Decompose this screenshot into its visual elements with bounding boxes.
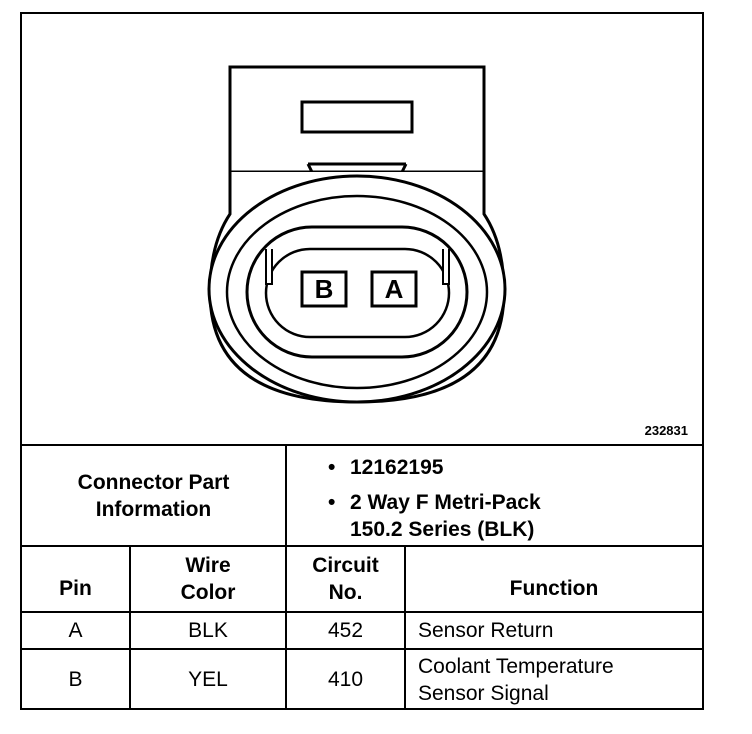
vline-circuit <box>404 545 406 710</box>
key-notch-right <box>442 249 450 285</box>
row-a-color: BLK <box>188 618 228 642</box>
divider-top <box>22 444 702 446</box>
connector-inner-cavity <box>264 247 451 339</box>
divider-header <box>22 611 702 613</box>
row-a-circuit: 452 <box>327 618 364 642</box>
vline-info <box>285 444 287 710</box>
pin-b-terminal <box>300 270 348 308</box>
header-circuit-line1: Circuit <box>312 554 379 577</box>
connector-drawing: B A <box>207 65 507 404</box>
part-info-header-line2: Information <box>95 497 212 521</box>
header-wire-color: Wire Color <box>131 547 285 611</box>
header-function: Function <box>509 577 599 600</box>
part-number: 12162195 <box>350 456 444 479</box>
row-a-function: Sensor Return <box>418 618 554 642</box>
row-b-function-line1: Coolant Temperature <box>418 655 614 678</box>
part-info-item: 150.2 Series (BLK) <box>328 516 541 543</box>
row-a-pin: A <box>68 618 83 642</box>
divider-info <box>22 545 702 547</box>
figure-number: 232831 <box>644 423 688 438</box>
part-info-header: Connector Part Information <box>22 446 285 545</box>
pin-a-label: A <box>385 274 404 304</box>
connector-type: 2 Way F Metri-Pack <box>350 491 541 514</box>
row-b-color: YEL <box>188 668 228 691</box>
header-circuit-line2: No. <box>328 581 363 604</box>
part-info-list: •12162195 •2 Way F Metri-Pack 150.2 Seri… <box>328 454 541 543</box>
row-b-pin: B <box>68 668 83 691</box>
part-info-header-line1: Connector Part <box>77 470 230 494</box>
divider-row-a <box>22 648 702 650</box>
header-wire-color-line2: Color <box>180 581 236 604</box>
connector-diagram-frame: B A 232831 Connector Part Information •1… <box>20 12 704 710</box>
row-b-function-line2: Sensor Signal <box>418 682 549 705</box>
header-wire-color-line1: Wire <box>185 554 231 577</box>
part-info-item: •12162195 <box>328 456 444 479</box>
connector-series: 150.2 Series (BLK) <box>350 518 535 541</box>
key-notch-left <box>265 249 273 285</box>
pin-a-terminal <box>370 270 418 308</box>
row-b-function: Coolant Temperature Sensor Signal <box>418 650 698 710</box>
pin-b-label: B <box>315 274 334 304</box>
header-circuit: Circuit No. <box>287 547 404 611</box>
part-info-item: •2 Way F Metri-Pack <box>328 491 541 514</box>
latch-notch <box>306 162 408 173</box>
connector-illustration: B A 232831 <box>22 14 702 444</box>
vline-pin <box>129 545 131 710</box>
header-pin: Pin <box>59 577 92 600</box>
row-b-circuit: 410 <box>327 668 364 691</box>
connector-latch-tab <box>300 100 414 134</box>
